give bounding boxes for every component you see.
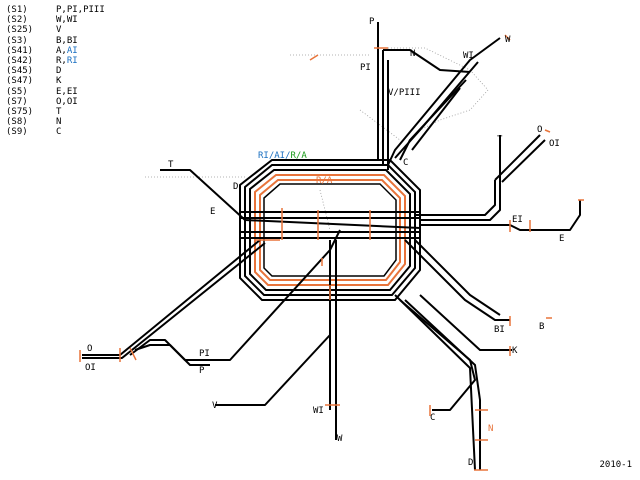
legend-line-code: (S75) — [6, 106, 34, 117]
label-EI-right: EI — [512, 215, 523, 225]
label-O-right: O — [537, 125, 542, 135]
legend-row: (S3) B,BI — [6, 36, 105, 46]
label-C-bottom: C — [430, 413, 435, 423]
label-W-top: W — [505, 35, 511, 45]
label-P: P — [369, 17, 375, 27]
legend-row: (S9) C — [6, 127, 105, 137]
legend-line-code: (S45) — [6, 66, 34, 77]
legend-row: (S42) R,RI — [6, 56, 105, 66]
legend-line-routes: E,EI — [56, 86, 78, 97]
ring-inner-label: R/A — [316, 176, 333, 186]
legend-line-routes: C — [56, 127, 62, 138]
label-N-top: N — [410, 49, 415, 59]
legend-line-routes: A, — [56, 45, 67, 56]
legend-line-routes: W,WI — [56, 15, 78, 26]
legend-row: (S8) N — [6, 117, 105, 127]
year-label: 2010-1 — [599, 460, 632, 470]
legend-line-routes: B,BI — [56, 35, 78, 46]
dotted-outlines — [145, 47, 489, 231]
label-N-bottom: N — [488, 424, 493, 434]
legend-line-routes: RI — [66, 55, 78, 66]
legend-row: (S75) T — [6, 107, 105, 117]
ring-label-part-1: RI/AI/ — [258, 151, 291, 161]
ring-label: RI/AI/R/A — [258, 151, 307, 161]
legend-line-code: (S47) — [6, 76, 34, 87]
label-B: B — [539, 322, 544, 332]
label-E-right: E — [559, 234, 564, 244]
legend-row: (S41) A,AI — [6, 46, 105, 56]
legend-line-code: (S25) — [6, 25, 34, 36]
label-OI-left: OI — [85, 363, 96, 373]
legend-line-routes: K — [56, 76, 62, 87]
label-BI: BI — [494, 325, 505, 335]
label-D-left: D — [233, 182, 238, 192]
label-C-center: C — [403, 158, 408, 168]
ring-label-part-2: R/A — [291, 151, 308, 161]
label-T-left: T — [168, 160, 174, 170]
label-OI-right: OI — [549, 139, 560, 149]
legend-line-routes: T — [56, 106, 62, 117]
orange-ticks — [79, 34, 584, 471]
legend-row: (S5) E,EI — [6, 87, 105, 97]
label-O-left: O — [87, 344, 92, 354]
legend-line-code: (S1) — [6, 5, 28, 15]
label-V-PIII: V/PIII — [388, 88, 421, 98]
label-PI-bottom: PI — [199, 349, 210, 359]
legend-line-code: (S8) — [6, 117, 28, 128]
legend-row: (S47) K — [6, 76, 105, 86]
legend-row: (S2) W,WI — [6, 15, 105, 25]
label-K: K — [512, 346, 518, 356]
label-WI-top: WI — [463, 51, 474, 61]
legend-line-code: (S2) — [6, 15, 28, 26]
legend-line-code: (S42) — [6, 55, 34, 66]
legend-line-routes: P,PI,PIII — [56, 5, 105, 15]
legend-line-routes: O,OI — [56, 96, 78, 107]
legend-line-routes: V — [56, 25, 62, 36]
station-labels: P PI V/PIII N WI W T O OI C T D E EI E B… — [85, 17, 564, 468]
line-network — [82, 22, 581, 471]
label-P-bottom: P — [199, 366, 205, 376]
legend-line-code: (S3) — [6, 35, 28, 46]
legend-line-code: (S7) — [6, 96, 28, 107]
legend-line-routes: R, — [56, 55, 67, 66]
legend-line-routes: N — [56, 117, 62, 128]
legend-row: (S45) D — [6, 66, 105, 76]
legend-line-code: (S5) — [6, 86, 28, 97]
legend-row: (S7) O,OI — [6, 97, 105, 107]
legend-line-routes: D — [56, 66, 62, 77]
label-D-bottom: D — [468, 458, 473, 468]
legend-row: (S25) V — [6, 25, 105, 35]
label-PI-top: PI — [360, 63, 371, 73]
label-T-right: T — [497, 135, 503, 145]
label-WI-bottom: WI — [313, 406, 324, 416]
label-V-bottom: V — [212, 401, 218, 411]
legend-line-code: (S41) — [6, 45, 34, 56]
legend-row: (S1) P,PI,PIII — [6, 5, 105, 15]
line-legend: (S1)P,PI,PIII(S2)W,WI(S25)V(S3)B,BI(S41)… — [6, 5, 105, 137]
legend-line-code: (S9) — [6, 127, 28, 138]
label-E-left: E — [210, 207, 215, 217]
legend-line-routes: AI — [66, 45, 78, 56]
label-W-bottom: W — [337, 434, 343, 444]
